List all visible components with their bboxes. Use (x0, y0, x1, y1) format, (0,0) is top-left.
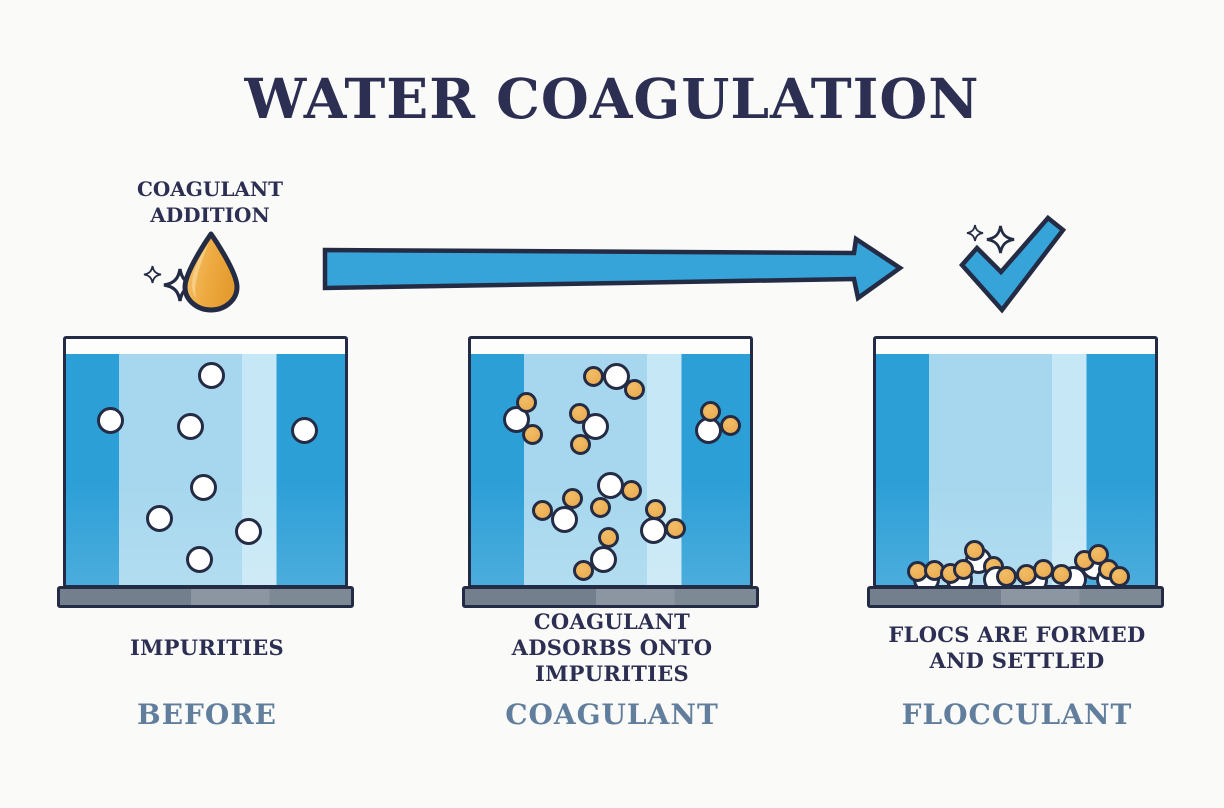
coagulant-particle (569, 433, 591, 455)
coagulant-particle (515, 391, 537, 413)
impurity-particle (596, 471, 624, 499)
impurity-particle (639, 516, 667, 544)
coagulant-addition-label: COAGULANT ADDITION (80, 176, 340, 228)
coagulant-particle (521, 423, 543, 445)
checkmark-icon (958, 214, 1067, 314)
sparkle-icon (986, 225, 1015, 254)
coagulant-particle (719, 414, 741, 436)
coagulant-particle (995, 565, 1017, 587)
impurity-particle (197, 361, 225, 389)
coagulant-droplet-icon (182, 231, 240, 313)
coagulant-particle (597, 526, 619, 548)
coagulant-particle (1108, 565, 1130, 587)
caption-line: IMPURITIES (129, 635, 285, 660)
process-arrow-icon (322, 235, 904, 302)
caption-line: ADSORBS ONTO IMPURITIES (511, 635, 713, 686)
stage-name-coagulant: COAGULANT (505, 698, 719, 731)
page-title: WATER COAGULATION (244, 66, 980, 131)
coagulant-particle (952, 558, 974, 580)
impurity-particle (189, 473, 217, 501)
beaker-base (57, 586, 354, 608)
impurity-particle (290, 416, 318, 444)
impurity-particle (602, 362, 630, 390)
water-before (66, 354, 345, 585)
impurity-particle (145, 504, 173, 532)
coagulant-particle (620, 479, 642, 501)
stage-name-before: BEFORE (137, 698, 277, 731)
impurity-particle (589, 545, 617, 573)
impurity-particle (185, 545, 213, 573)
coagulant-particle (561, 487, 583, 509)
sparkle-icon (966, 224, 984, 242)
impurity-particle (96, 406, 124, 434)
beaker-before (63, 336, 348, 588)
stage-caption-before: IMPURITIES (37, 622, 377, 674)
coagulant-particle (531, 499, 553, 521)
caption-line: FLOCS ARE FORMED (888, 622, 1146, 647)
impurity-particle (176, 412, 204, 440)
coagulant-particle (589, 496, 611, 518)
coagulant-particle (664, 517, 686, 539)
sparkle-icon (143, 265, 162, 284)
caption-line: AND SETTLED (929, 648, 1105, 673)
coagulant-particle (568, 402, 590, 424)
beaker-base (867, 586, 1164, 608)
water-flocculant (876, 354, 1155, 594)
coagulant-particle (572, 559, 594, 581)
beaker-flocculant (873, 336, 1158, 594)
coagulant-particle (1050, 563, 1072, 585)
impurity-particle (550, 505, 578, 533)
coagulant-particle (963, 539, 985, 561)
coagulant-particle (699, 400, 721, 422)
coagulant-particle (582, 365, 604, 387)
caption-line: COAGULANT (533, 609, 691, 634)
beaker-coagulant (468, 336, 753, 588)
beaker-base (462, 586, 759, 608)
water-coagulant (471, 354, 750, 585)
stage-name-flocculant: FLOCCULANT (901, 698, 1133, 731)
coagulant-addition-line2: ADDITION (150, 203, 270, 227)
coagulant-particle (623, 378, 645, 400)
impurity-particle (234, 517, 262, 545)
coagulant-addition-line1: COAGULANT (136, 177, 284, 201)
